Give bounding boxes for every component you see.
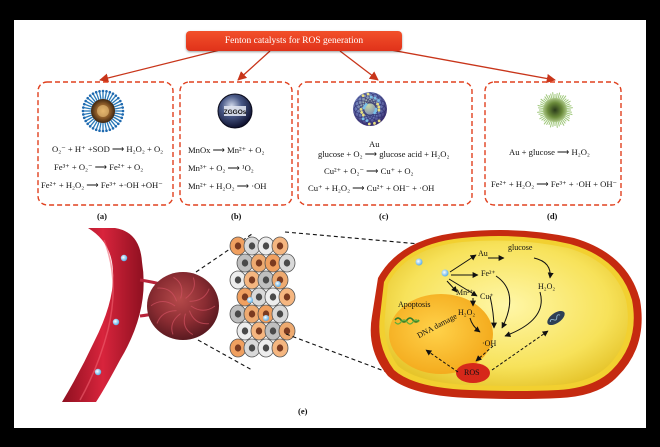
nanoparticle-dot <box>112 318 120 326</box>
panel-d-eq-1: Au + glucose ⟶ H₂O₂ <box>509 147 590 157</box>
ros-oval <box>456 363 490 383</box>
cell-ros-label: ROS <box>464 368 480 377</box>
cell-cluster <box>229 236 296 358</box>
tissue-cell <box>243 270 261 290</box>
tissue-cell <box>271 338 289 358</box>
figure-title: Fenton catalysts for ROS generation <box>186 31 402 51</box>
nanoparticle-dot <box>94 368 102 376</box>
cell-arrows <box>446 254 554 337</box>
tumor <box>147 272 219 340</box>
tissue-cell <box>243 304 261 324</box>
cell-fe-label: Fe²⁺ <box>481 269 496 278</box>
tissue-cell <box>229 304 247 324</box>
panel-d-label: (d) <box>547 211 558 221</box>
panel-d-nanoparticle <box>537 92 573 128</box>
cell-h2o2-mid-label: H₂O₂ <box>458 308 476 317</box>
panel-b-box <box>179 81 293 206</box>
panel-c-nanoparticle <box>353 92 387 126</box>
panel-d-box <box>484 81 622 206</box>
tissue-cell <box>243 338 261 358</box>
panel-a-eq-3: Fe²⁺ + H₂O₂ ⟶ Fe³⁺ +·OH +OH⁻ <box>41 180 163 190</box>
cell-cu-label: Cu⁺ <box>480 292 494 301</box>
tissue-cell <box>236 253 254 273</box>
tissue-cell <box>278 253 296 273</box>
nanoparticle-dot <box>120 254 128 262</box>
cell-glucose-label: glucose <box>508 243 533 252</box>
panel-c-eq-1: glucose + O₂ ⟶ glucose acid + H₂O₂ <box>318 149 450 159</box>
title-connectors <box>99 47 556 84</box>
zggos-badge: ZGGOs <box>224 109 247 116</box>
cell-dashed-arrows <box>425 330 549 373</box>
panel-b-eq-2: Mn³⁺ + O₂ ⟶ ¹O₂ <box>188 163 254 173</box>
panel-c-label: (c) <box>379 211 389 221</box>
panel-b-label: (b) <box>231 211 242 221</box>
panel-a-label: (a) <box>97 211 107 221</box>
panel-d-eq-2: Fe²⁺ + H₂O₂ ⟶ Fe³⁺ + ·OH + OH⁻ <box>491 179 618 189</box>
panel-c-eq-3: Cu⁺ + H₂O₂ ⟶ Cu²⁺ + OH⁻ + ·OH <box>308 183 435 193</box>
tissue-cell <box>250 321 268 341</box>
panel-b-nanoparticle: ZGGOs <box>217 93 253 129</box>
panel-c-eq-2: Cu²⁺ + O₂⁻ ⟶ Cu⁺ + O₂ <box>324 166 414 176</box>
panel-a-eq-2: Fe³⁺ + O₂⁻ ⟶ Fe²⁺ + O₂ <box>54 162 144 172</box>
tumor-cell <box>370 230 642 399</box>
panel-c-catalyst: Au <box>369 139 380 149</box>
tissue-cell <box>243 236 261 256</box>
cell-apoptosis-label: Apoptosis <box>398 300 431 309</box>
panel-b-eq-3: Mn²⁺ + H₂O₂ ⟶ ·OH <box>188 181 267 191</box>
tissue-cell <box>271 270 289 290</box>
dna-helix <box>394 317 420 323</box>
panel-a-nanoparticle <box>81 89 125 133</box>
cell-nucleus <box>389 294 493 374</box>
tissue-cell <box>229 236 247 256</box>
cell-oh-label: ·OH <box>482 339 497 348</box>
tissue-cell <box>264 321 282 341</box>
cell-au-label: Au <box>478 249 488 258</box>
cell-h2o2-right-label: H₂O₂ <box>538 282 556 291</box>
tissue-cell <box>264 253 282 273</box>
mitochondrion <box>547 310 565 326</box>
tissue-cell <box>278 287 296 307</box>
tissue-cell <box>278 321 296 341</box>
panel-boxes <box>37 81 622 206</box>
panel-a-eq-1: O₂⁻ + H⁺ +SOD ⟶ H₂O₂ + O₂ <box>52 144 164 154</box>
cell-mn-label: Mn²⁺ <box>456 288 474 297</box>
panel-b-eq-1: MnOx ⟶ Mn²⁺ + O₂ <box>188 145 265 155</box>
cell-nanoparticles <box>415 258 449 277</box>
tissue-cell <box>271 304 289 324</box>
panel-e-label: (e) <box>298 406 308 416</box>
tissue-cell <box>257 338 275 358</box>
blood-vessel <box>62 228 144 402</box>
tissue-cell <box>264 287 282 307</box>
panel-a-box <box>37 81 174 206</box>
tissue-cell <box>271 236 289 256</box>
